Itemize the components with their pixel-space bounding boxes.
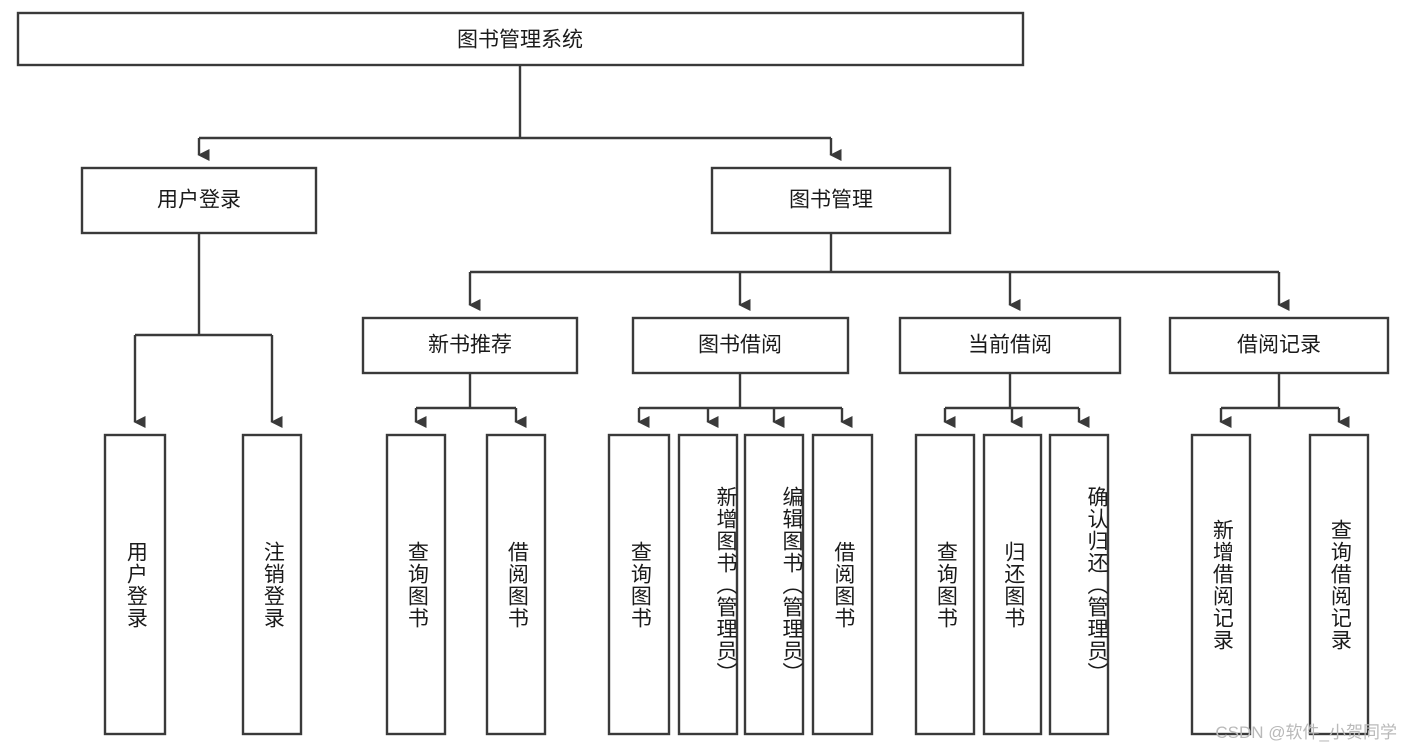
leaf-box-edit-book-admin[interactable] bbox=[743, 433, 805, 736]
connector-layer bbox=[133, 65, 1350, 428]
node-root[interactable]: 图书管理系统 bbox=[16, 11, 1025, 67]
node-book-management[interactable]: 图书管理 bbox=[710, 166, 952, 235]
leaf-box-query-books-current[interactable] bbox=[914, 433, 976, 736]
node-user-login-label: 用户登录 bbox=[157, 189, 241, 212]
node-book-borrow-box[interactable] bbox=[631, 316, 850, 375]
node-new-book-recommend[interactable]: 新书推荐 bbox=[361, 316, 579, 375]
node-borrow-records-label: 借阅记录 bbox=[1237, 334, 1321, 357]
node-user-login-box[interactable] bbox=[80, 166, 318, 235]
node-current-borrow[interactable]: 当前借阅 bbox=[898, 316, 1122, 375]
leaf-box-add-borrow-record[interactable] bbox=[1190, 433, 1252, 736]
leaf-box-add-book-admin[interactable] bbox=[677, 433, 739, 736]
node-root-label: 图书管理系统 bbox=[457, 29, 583, 52]
leaf-box-user-login[interactable] bbox=[103, 433, 167, 736]
node-borrow-records-box[interactable] bbox=[1168, 316, 1390, 375]
node-root-box[interactable] bbox=[16, 11, 1025, 67]
leaf-box-layer bbox=[103, 433, 1370, 736]
node-book-borrow[interactable]: 图书借阅 bbox=[631, 316, 850, 375]
leaf-box-query-books-new[interactable] bbox=[385, 433, 447, 736]
leaf-box-confirm-return-admin[interactable] bbox=[1048, 433, 1110, 736]
node-current-borrow-box[interactable] bbox=[898, 316, 1122, 375]
leaf-box-borrow-books-new[interactable] bbox=[485, 433, 547, 736]
leaf-box-return-book[interactable] bbox=[982, 433, 1043, 736]
leaf-box-borrow-book[interactable] bbox=[811, 433, 874, 736]
leaf-box-query-books-borrow[interactable] bbox=[607, 433, 671, 736]
node-borrow-records[interactable]: 借阅记录 bbox=[1168, 316, 1390, 375]
node-book-borrow-label: 图书借阅 bbox=[698, 334, 782, 357]
node-new-book-recommend-label: 新书推荐 bbox=[428, 334, 512, 357]
watermark-text: CSDN @软件_小贺同学 bbox=[1215, 723, 1397, 742]
node-new-book-recommend-box[interactable] bbox=[361, 316, 579, 375]
node-book-management-label: 图书管理 bbox=[789, 189, 873, 212]
node-user-login[interactable]: 用户登录 bbox=[80, 166, 318, 235]
leaf-box-query-borrow-record[interactable] bbox=[1308, 433, 1370, 736]
leaf-box-logout[interactable] bbox=[241, 433, 303, 736]
node-book-management-box[interactable] bbox=[710, 166, 952, 235]
node-current-borrow-label: 当前借阅 bbox=[968, 334, 1052, 357]
